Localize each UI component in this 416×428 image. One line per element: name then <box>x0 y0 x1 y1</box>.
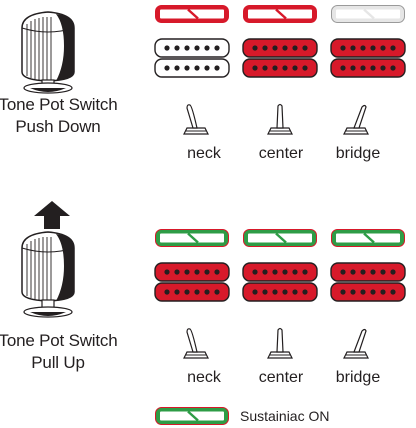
neck-blade-coil <box>154 228 230 248</box>
green-blade-coil-icon <box>154 406 230 426</box>
bridge-humbucker-bottom <box>330 282 406 302</box>
position-label-center: center <box>258 145 304 162</box>
bridge-blade-coil <box>330 4 406 24</box>
position-label-center: center <box>258 369 304 386</box>
label-line1: Tone Pot Switch <box>0 331 118 350</box>
legend-label: Sustainiac ON <box>240 408 330 424</box>
neck-humbucker-bottom <box>154 282 230 302</box>
bridge-blade-coil <box>330 228 406 248</box>
bridge-humbucker-top <box>330 38 406 58</box>
neck-humbucker-top <box>154 262 230 282</box>
toggle-switch-icon <box>181 328 211 362</box>
center-humbucker-bottom <box>242 282 318 302</box>
neck-humbucker-top <box>154 38 230 58</box>
center-humbucker-top <box>242 262 318 282</box>
position-label-neck: neck <box>187 145 221 162</box>
center-blade-coil <box>242 4 318 24</box>
pull-up-arrow-icon <box>34 201 70 229</box>
center-humbucker-top <box>242 38 318 58</box>
label-line2: Push Down <box>15 117 101 136</box>
tone-knob-icon <box>8 226 88 318</box>
position-label-bridge: bridge <box>335 369 381 386</box>
label-line2: Pull Up <box>31 353 85 372</box>
toggle-switch-icon <box>265 103 295 138</box>
position-label-neck: neck <box>187 369 221 386</box>
section-label-push-down: Tone Pot Switch Push Down <box>0 94 118 138</box>
tone-knob-icon <box>8 6 88 94</box>
toggle-switch-icon <box>181 104 211 138</box>
bridge-humbucker-bottom <box>330 58 406 78</box>
neck-humbucker-bottom <box>154 58 230 78</box>
section-label-pull-up: Tone Pot Switch Pull Up <box>0 330 118 374</box>
bridge-humbucker-top <box>330 262 406 282</box>
center-blade-coil <box>242 228 318 248</box>
label-line1: Tone Pot Switch <box>0 95 118 114</box>
toggle-switch-icon <box>341 328 371 362</box>
center-humbucker-bottom <box>242 58 318 78</box>
toggle-switch-icon <box>341 104 371 138</box>
toggle-switch-icon <box>265 327 295 362</box>
position-label-bridge: bridge <box>335 145 381 162</box>
neck-blade-coil <box>154 4 230 24</box>
